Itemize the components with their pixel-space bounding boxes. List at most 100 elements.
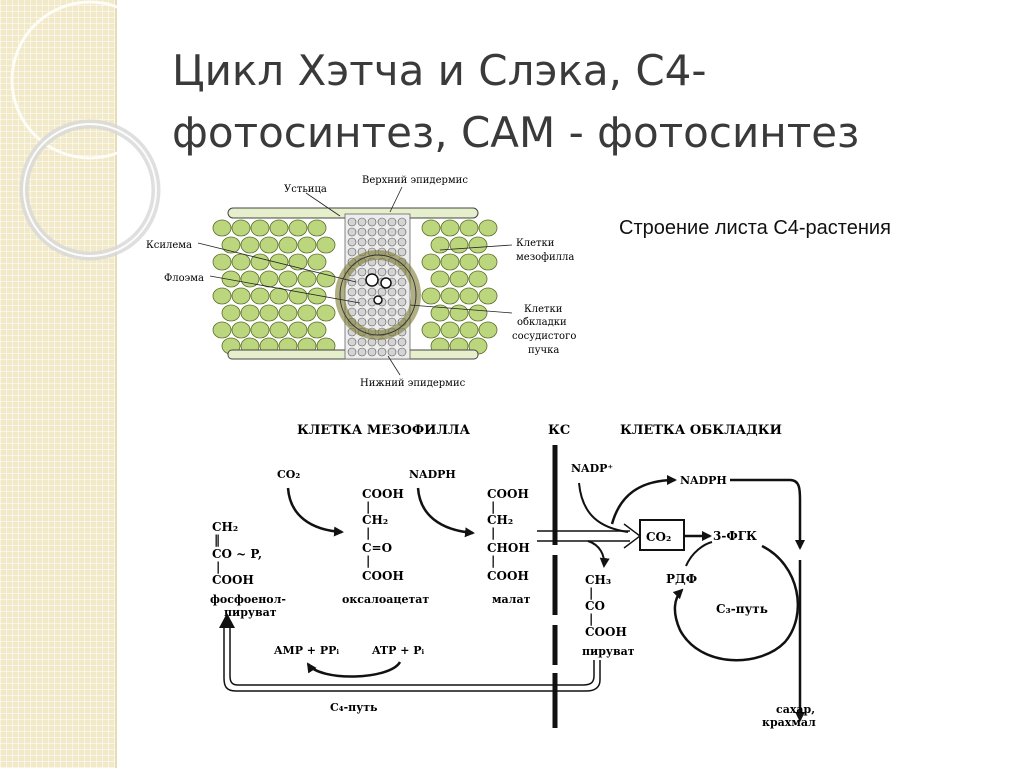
label-sheath-1: Клетки <box>524 304 563 315</box>
mesophyll-cell <box>278 304 298 322</box>
bundle-cell <box>397 297 407 307</box>
oaa-line-1: COOH <box>362 487 404 501</box>
header-sheath-cell: КЛЕТКА ОБКЛАДКИ <box>620 423 782 438</box>
pyruvate-structure: CH₃ | CO | COOH <box>585 573 627 639</box>
return-loop-outer <box>229 622 595 686</box>
bundle-cell <box>377 227 387 237</box>
mesophyll-cell <box>288 219 308 237</box>
mesophyll-cell <box>297 270 317 288</box>
mesophyll-cell <box>449 270 469 288</box>
mesophyll-cell <box>297 236 317 254</box>
mesophyll-cell <box>478 321 498 339</box>
bundle-cell <box>377 237 387 247</box>
arrow-atp-to-amp <box>306 661 402 678</box>
bundle-cell <box>387 297 397 307</box>
mesophyll-cell <box>240 236 260 254</box>
leaf-structure-caption: Строение листа С4-растения <box>619 217 891 239</box>
bundle-cell <box>357 217 367 227</box>
pep-line-2: ‖ <box>214 533 220 547</box>
mesophyll-cell <box>421 321 441 339</box>
pep-line-5: COOH <box>212 573 254 587</box>
mesophyll-cell <box>421 287 441 305</box>
co2-label: CO₂ <box>277 468 300 481</box>
label-mesophyll-1: Клетки <box>516 238 555 249</box>
bundle-cell <box>367 307 377 317</box>
malate-structure: COOH | CH₂ | CHOH | COOH <box>487 487 530 583</box>
bundle-cell <box>387 267 397 277</box>
malate-line-5: CHOH <box>487 541 530 555</box>
bundle-cell <box>357 307 367 317</box>
label-phloem: Флоэма <box>164 273 204 284</box>
bundle-cell <box>357 237 367 247</box>
mesophyll-cell <box>430 270 450 288</box>
arrow-nadp-in <box>578 482 629 533</box>
pep-line-4: | <box>216 560 220 574</box>
bundle-cell <box>347 237 357 247</box>
mesophyll-cell <box>459 287 479 305</box>
mesophyll-cell <box>468 236 488 254</box>
mesophyll-cell <box>440 219 460 237</box>
bundle-cell <box>387 317 397 327</box>
malate-line-1: COOH <box>487 487 529 501</box>
mesophyll-cell <box>307 219 327 237</box>
bundle-cell <box>377 217 387 227</box>
bundle-cell <box>397 307 407 317</box>
bundle-cell <box>357 287 367 297</box>
bundle-cell <box>397 287 407 297</box>
title-line-2: фотосинтез, САМ - фотосинтез <box>172 108 860 157</box>
label-lower-epidermis: Нижний эпидермис <box>360 378 466 389</box>
bundle-cell <box>347 247 357 257</box>
mesophyll-cell <box>307 321 327 339</box>
arrow-decarboxylation <box>587 540 610 568</box>
mesophyll-cell <box>468 304 488 322</box>
bundle-cell <box>347 217 357 227</box>
bundle-cell <box>377 347 387 357</box>
mesophyll-cell <box>478 287 498 305</box>
mesophyll-cell <box>459 219 479 237</box>
malate-line-6: | <box>491 554 495 568</box>
leader-lines <box>197 186 513 376</box>
bundle-cell <box>387 307 397 317</box>
mesophyll-cell <box>269 253 289 271</box>
mesophyll-cell <box>221 236 241 254</box>
pyruvate-line-4: | <box>589 612 593 626</box>
bundle-cell <box>397 337 407 347</box>
bundle-cell <box>347 347 357 357</box>
bundle-cell <box>367 287 377 297</box>
mesophyll-cell <box>250 321 270 339</box>
bundle-cell <box>367 317 377 327</box>
bundle-cell <box>377 307 387 317</box>
nadp-plus-label: NADP⁺ <box>571 462 613 475</box>
label-sheath-3: сосудистого <box>512 331 576 342</box>
return-loop-arrowhead <box>219 613 235 628</box>
mesophyll-cell <box>250 219 270 237</box>
bundle-cell <box>367 237 377 247</box>
mesophyll-cell <box>278 236 298 254</box>
oaa-name: оксалоацетат <box>342 593 429 606</box>
mesophyll-cell <box>316 236 336 254</box>
pyruvate-line-5: COOH <box>585 625 627 639</box>
mesophyll-cell <box>421 253 441 271</box>
mesophyll-cell <box>288 253 308 271</box>
product-label-2: крахмал <box>762 716 816 729</box>
oaa-line-6: | <box>366 554 370 568</box>
bundle-cell <box>387 237 397 247</box>
mesophyll-cell <box>259 236 279 254</box>
mesophyll-cell <box>440 287 460 305</box>
mesophyll-cell <box>231 321 251 339</box>
mesophyll-cell <box>278 270 298 288</box>
pep-name-1: фосфоенол- <box>210 593 286 606</box>
pyruvate-line-1: CH₃ <box>585 573 611 587</box>
bundle-cell <box>357 297 367 307</box>
label-sheath-4: пучка <box>528 345 559 356</box>
bundle-cell <box>387 347 397 357</box>
bundle-cell <box>397 277 407 287</box>
label-stomata: Устьица <box>284 184 327 195</box>
mesophyll-cell <box>307 253 327 271</box>
oaa-line-3: CH₂ <box>362 513 388 527</box>
mesophyll-cell <box>250 287 270 305</box>
mesophyll-cell <box>269 321 289 339</box>
arrow-reduction <box>416 487 475 538</box>
pep-name-2: пируват <box>224 606 277 619</box>
